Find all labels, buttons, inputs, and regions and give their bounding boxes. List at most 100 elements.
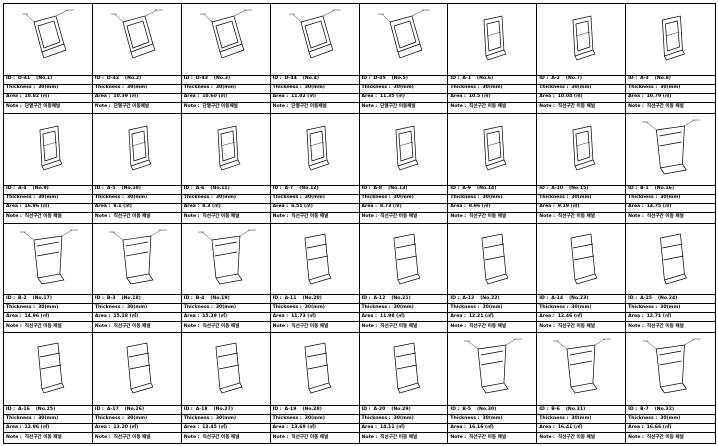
- thickness-value: 30(mm): [126, 85, 148, 91]
- note-label: Note :: [94, 214, 111, 220]
- area-row: Area : 16.96 (㎡): [4, 204, 92, 213]
- panel-tile-b-6[interactable]: ID : B-6 (No.31) Thickness : 30(mm) Area…: [537, 333, 627, 443]
- panel-info-table: ID : D-41 (No.1) Thickness : 30(mm) Area…: [4, 74, 92, 113]
- note-value: 직선구간 이동 패널: [202, 214, 240, 220]
- id-row: ID : D-42 (No.2): [92, 76, 181, 85]
- id-label: ID :: [6, 295, 15, 301]
- frame-inner: [220, 130, 236, 162]
- panel-tile-d-44[interactable]: ID : D-44 (No.4) Thickness : 30(mm) Area…: [270, 4, 360, 114]
- panel-tile-a-2[interactable]: ID : A-2 (No.7) Thickness : 30(mm) Area …: [537, 4, 627, 114]
- area-label: Area :: [6, 424, 22, 430]
- panel-tile-a-6[interactable]: ID : A-6 (No.11) Thickness : 30(mm) Area…: [181, 113, 271, 224]
- panel-tile-a-7[interactable]: ID : A-7 (No.12) Thickness : 30(mm) Area…: [270, 113, 360, 224]
- callout-ticks: [553, 339, 612, 342]
- panel-tile-b-4[interactable]: ID : B-4 (No.19) Thickness : 30(mm) Area…: [181, 223, 271, 334]
- area-value: 15.18 (㎡): [113, 313, 139, 319]
- panel-sketch-svg: [306, 125, 330, 171]
- panel-tile-a-9[interactable]: ID : A-9 (No.14) Thickness : 30(mm) Area…: [448, 113, 538, 224]
- panel-tile-d-45[interactable]: ID : D-45 (No.5) Thickness : 30(mm) Area…: [359, 4, 449, 114]
- panel-tile-a-15[interactable]: ID : A-15 (No.24) Thickness : 30(mm) Are…: [626, 224, 715, 334]
- id-label: ID :: [628, 295, 638, 301]
- frame-base: [486, 159, 507, 171]
- thickness-label: Thickness :: [450, 304, 480, 310]
- panel-tile-d-43[interactable]: ID : D-43 (No.3) Thickness : 30(mm) Area…: [181, 4, 271, 114]
- panel-tile-d-42[interactable]: ID : D-42 (No.2) Thickness : 30(mm) Area…: [92, 4, 182, 114]
- rails: [570, 350, 593, 366]
- panel-tile-a-18[interactable]: ID : A-18 (No.27) Thickness : 30(mm) Are…: [181, 333, 271, 443]
- panel-tile-a-1[interactable]: ID : A-1 (No.6) Thickness : 30(mm) Area …: [448, 4, 538, 114]
- thickness-row: Thickness : 30(mm): [359, 85, 448, 94]
- panel-tile-b-5[interactable]: ID : B-5 (No.30) Thickness : 30(mm) Area…: [448, 333, 538, 443]
- panel-tile-b-1[interactable]: ID : B-1 (No.16) Thickness : 30(mm) Area…: [626, 114, 715, 224]
- panel-tile-a-10[interactable]: ID : A-10 (No.15) Thickness : 30(mm) Are…: [537, 113, 627, 224]
- panel-tile-d-41[interactable]: ID : D-41 (No.1) Thickness : 30(mm) Area…: [4, 4, 93, 114]
- panel-tile-b-2[interactable]: ID : B-2 (No.17) Thickness : 30(mm) Area…: [4, 223, 93, 334]
- id-row: ID : B-3 (No.18): [92, 295, 181, 305]
- callout-ticks: [108, 229, 167, 232]
- frame-base: [570, 383, 598, 394]
- thickness-value: 30(mm): [304, 85, 325, 91]
- note-label: Note :: [539, 104, 555, 110]
- panel-tile-b-7[interactable]: ID : B-7 (No.32) Thickness : 30(mm) Area…: [626, 333, 715, 443]
- note-row: Note : 직선구간 이동 패널: [360, 213, 448, 223]
- callout-ticks: [642, 339, 701, 342]
- frame-base: [41, 159, 63, 171]
- panel-drawing: [182, 4, 270, 74]
- area-row: Area : 13.69 (㎡): [270, 424, 359, 433]
- panel-id: A-12: [373, 295, 386, 301]
- panel-tile-b-3[interactable]: ID : B-3 (No.18) Thickness : 30(mm) Area…: [92, 223, 182, 334]
- note-row: Note : 직선구간 이동 패널: [448, 103, 536, 113]
- panel-tile-a-12[interactable]: ID : A-12 (No.21) Thickness : 30(mm) Are…: [359, 223, 449, 334]
- thickness-value: 30(mm): [38, 415, 59, 421]
- panel-sketch: [572, 15, 596, 61]
- thickness-label: Thickness :: [6, 415, 36, 421]
- panel-number: (No.13): [388, 186, 408, 192]
- area-value: 13.69 (㎡): [291, 424, 317, 430]
- rails: [36, 241, 59, 256]
- area-label: Area :: [183, 424, 200, 430]
- id-label: ID :: [628, 406, 638, 412]
- panel-sketch: [642, 339, 701, 394]
- frame-inner: [393, 20, 416, 49]
- note-row: Note : 단열구간 이동패널: [182, 103, 270, 113]
- panel-id: A-8: [373, 186, 383, 192]
- panel-tile-a-3[interactable]: ID : A-3 (No.8) Thickness : 30(mm) Area …: [626, 4, 715, 114]
- thickness-row: Thickness : 30(mm): [4, 195, 92, 204]
- thickness-row: Thickness : 30(mm): [92, 195, 181, 204]
- id-label: ID :: [183, 406, 193, 412]
- panel-sketch: [199, 9, 252, 59]
- mid-rail: [309, 141, 324, 146]
- thickness-row: Thickness : 30(mm): [181, 304, 270, 314]
- panel-drawing: [93, 333, 181, 403]
- panel-tile-a-5[interactable]: ID : A-5 (No.10) Thickness : 30(mm) Area…: [92, 113, 182, 224]
- thickness-label: Thickness :: [6, 304, 36, 310]
- callout-ticks: [377, 9, 430, 15]
- panel-sketch: [393, 233, 420, 284]
- panel-tile-a-8[interactable]: ID : A-8 (No.13) Thickness : 30(mm) Area…: [359, 113, 449, 224]
- panel-sketch-svg: [199, 9, 252, 59]
- panel-tile-a-16[interactable]: ID : A-16 (No.25) Thickness : 30(mm) Are…: [4, 333, 93, 443]
- thickness-value: 30(mm): [660, 195, 681, 201]
- panel-tile-a-19[interactable]: ID : A-19 (No.28) Thickness : 30(mm) Are…: [270, 333, 360, 443]
- frame-base: [308, 383, 332, 394]
- panel-sketch: [126, 342, 154, 394]
- panel-tile-a-17[interactable]: ID : A-17 (No.26) Thickness : 30(mm) Are…: [92, 333, 182, 443]
- thickness-row: Thickness : 30(mm): [359, 415, 448, 424]
- panel-drawing: [448, 114, 536, 184]
- panel-tile-a-4[interactable]: ID : A-4 (No.9) Thickness : 30(mm) Area …: [4, 113, 93, 224]
- panel-tile-a-13[interactable]: ID : A-13 (No.22) Thickness : 30(mm) Are…: [448, 223, 538, 334]
- area-row: Area : 12.46 (㎡): [537, 313, 626, 323]
- panel-tile-a-14[interactable]: ID : A-14 (No.23) Thickness : 30(mm) Are…: [537, 223, 627, 334]
- thickness-row: Thickness : 30(mm): [537, 85, 626, 94]
- id-row: ID : B-4 (No.19): [181, 295, 270, 305]
- panel-info-table: ID : B-5 (No.30) Thickness : 30(mm) Area…: [448, 405, 537, 443]
- panel-id: A-4: [17, 186, 27, 192]
- panel-tile-a-11[interactable]: ID : A-11 (No.20) Thickness : 30(mm) Are…: [270, 223, 360, 334]
- panel-tile-a-20[interactable]: ID : A-20 (No.29) Thickness : 30(mm) Are…: [359, 333, 449, 443]
- area-value: 13.45 (㎡): [202, 424, 228, 430]
- note-row: Note : 직선구간 이동 패널: [93, 213, 181, 223]
- note-label: Note :: [183, 323, 200, 329]
- frame-base: [308, 43, 333, 59]
- panel-sketch-svg: [393, 342, 420, 394]
- id-row: ID : A-4 (No.9): [4, 186, 92, 195]
